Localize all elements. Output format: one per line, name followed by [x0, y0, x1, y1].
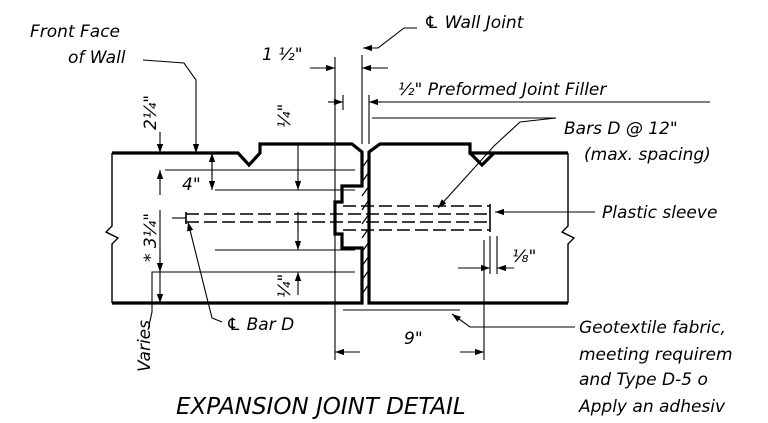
sleeve-end — [185, 204, 491, 232]
dimension-lines — [142, 27, 710, 360]
dim-3-quarter-label: * 3¼" — [141, 213, 161, 262]
front-face-label-line1: Front Face — [30, 22, 120, 42]
wall-joint-label: ℄ Wall Joint — [424, 13, 525, 33]
dim-quarter-bottom-label: ¼" — [275, 274, 295, 298]
dim-eighth-label: ⅛" — [512, 247, 536, 267]
dim-9-label: 9" — [404, 329, 423, 349]
geotextile-label-line3: and Type D-5 o — [579, 370, 708, 390]
left-wall-panel — [112, 142, 364, 305]
joint-filler-label: ½" Preformed Joint Filler — [398, 80, 607, 100]
labels: Front Face of Wall ℄ Wall Joint 1 ½" ½" … — [30, 13, 733, 420]
dim-1-half-label: 1 ½" — [262, 45, 303, 65]
joint-filler — [361, 157, 370, 295]
geotextile-label-line1: Geotextile fabric, — [579, 318, 726, 338]
right-wall-panel — [367, 142, 568, 305]
detail-title: EXPANSION JOINT DETAIL — [176, 394, 466, 420]
right-wall-notch — [468, 151, 496, 168]
bar-d-label: ℄ Bar D — [226, 315, 294, 335]
break-lines — [104, 153, 576, 303]
wall-outline — [112, 142, 568, 305]
dowel-bar — [186, 205, 490, 231]
bars-label-line1: Bars D @ 12" — [564, 119, 678, 139]
front-face-label-line2: of Wall — [68, 48, 126, 68]
varies-label: Varies — [135, 320, 155, 372]
bars-label-line2: (max. spacing) — [584, 145, 711, 165]
dim-2-quarter-label: 2¼" — [141, 95, 161, 130]
dim-quarter-top-label: ¼" — [275, 104, 295, 128]
plastic-sleeve-label: Plastic sleeve — [602, 203, 717, 223]
geotextile-label-line2: meeting requirem — [579, 345, 733, 365]
dim-4-label: 4" — [182, 175, 201, 195]
geotextile-label-line4: Apply an adhesiv — [578, 397, 726, 417]
